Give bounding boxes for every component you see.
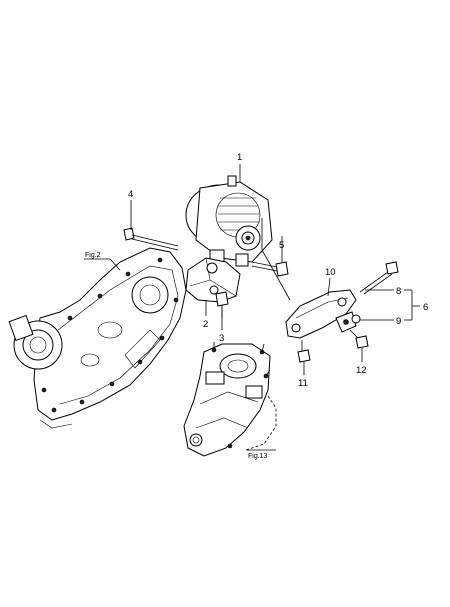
gear-case (8, 247, 187, 429)
callout-3: 3 (219, 333, 224, 344)
callout-12: 12 (356, 365, 367, 376)
alternator (185, 175, 273, 267)
bolt-5 (251, 261, 289, 277)
callout-1: 1 (237, 152, 242, 163)
bolt-11 (297, 340, 311, 363)
callout-8: 8 (396, 286, 401, 297)
figure-ref-fig13: Fig.13 (248, 453, 268, 460)
callout-9: 9 (396, 316, 401, 327)
bolt-8 (359, 261, 399, 295)
callout-10: 10 (325, 267, 336, 278)
callout-6: 6 (423, 302, 428, 313)
figure-ref-fig2: Fig.2 (85, 252, 101, 259)
bolt-4 (123, 227, 179, 251)
callout-4: 4 (128, 189, 133, 200)
nut-9 (351, 314, 361, 324)
callout-11: 11 (298, 378, 308, 389)
leader-lines (84, 164, 420, 451)
adjusting-bracket (285, 289, 357, 339)
alternator-bracket (185, 257, 241, 303)
bolt-12 (349, 329, 369, 349)
callout-2: 2 (203, 319, 208, 330)
callout-5: 5 (279, 240, 284, 251)
water-pump-housing (183, 342, 271, 457)
